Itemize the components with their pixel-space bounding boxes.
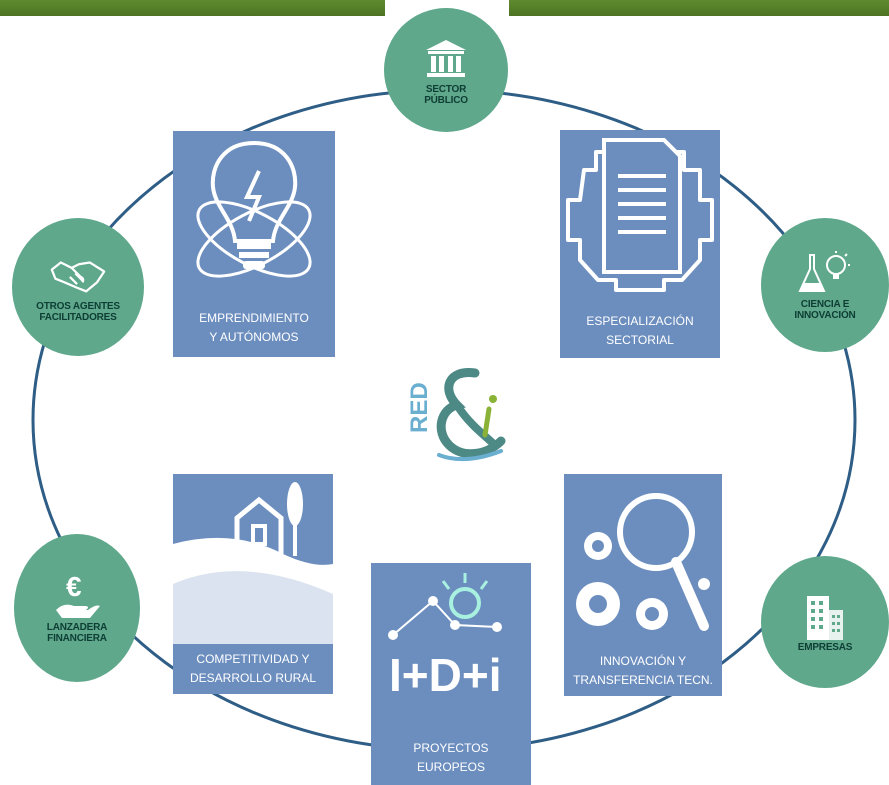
svg-text:€: €	[66, 571, 82, 602]
competitividad-label: COMPETITIVIDAD Y DESARROLLO RURAL	[189, 652, 317, 685]
empresas-label: EMPRESAS	[797, 641, 853, 653]
svg-text:RED: RED	[406, 382, 433, 433]
lightbulb-atom-icon	[173, 131, 335, 306]
node-sector-publico[interactable]: SECTOR PÚBLICO	[384, 8, 508, 132]
node-otros-agentes[interactable]: OTROS AGENTES FACILITADORES	[12, 218, 144, 356]
innovacion-label: INNOVACIÓN Y TRANSFERENCIA TECN.	[573, 654, 713, 687]
box-emprendimiento[interactable]: EMPRENDIMIENTO Y AUTÓNOMOS	[173, 131, 335, 357]
box-proyectos-europeos[interactable]: I+D+i PROYECTOS EUROPEOS	[371, 563, 531, 785]
otros-agentes-label: OTROS AGENTES FACILITADORES	[36, 301, 120, 323]
emprendimiento-label: EMPRENDIMIENTO Y AUTÓNOMOS	[199, 311, 309, 344]
handshake-icon	[50, 251, 106, 301]
node-ciencia-innovacion[interactable]: CIENCIA E INNOVACIÓN	[761, 218, 889, 352]
node-empresas[interactable]: EMPRESAS	[761, 556, 889, 688]
idi-badge: I+D+i	[389, 649, 502, 701]
box-especializacion[interactable]: ESPECIALIZACIÓN SECTORIAL	[560, 130, 720, 358]
government-building-icon	[418, 34, 474, 84]
especializacion-label: ESPECIALIZACIÓN SECTORIAL	[586, 314, 694, 347]
lanzadera-financiera-label: LANZADERA FINANCIERA	[46, 622, 108, 644]
office-buildings-icon	[797, 592, 853, 642]
gears-magnifier-icon	[564, 474, 722, 649]
ciencia-innovacion-label: CIENCIA E INNOVACIÓN	[794, 299, 856, 321]
node-lanzadera-financiera[interactable]: € LANZADERA FINANCIERA	[14, 534, 140, 682]
gear-document-icon	[560, 130, 720, 305]
proyectos-label: PROYECTOS EUROPEOS	[413, 741, 489, 774]
box-innovacion-transferencia[interactable]: INNOVACIÓN Y TRANSFERENCIA TECN.	[564, 474, 722, 696]
rural-house-icon	[173, 474, 333, 649]
lab-flask-bulb-icon	[797, 249, 853, 299]
red-ampersand-i-logo: RED	[405, 365, 515, 465]
box-competitividad-rural[interactable]: COMPETITIVIDAD Y DESARROLLO RURAL	[173, 474, 333, 694]
sector-publico-label: SECTOR PÚBLICO	[424, 84, 468, 106]
euro-hand-icon: €	[49, 571, 105, 622]
idi-bulb-icon: I+D+i	[371, 563, 531, 718]
